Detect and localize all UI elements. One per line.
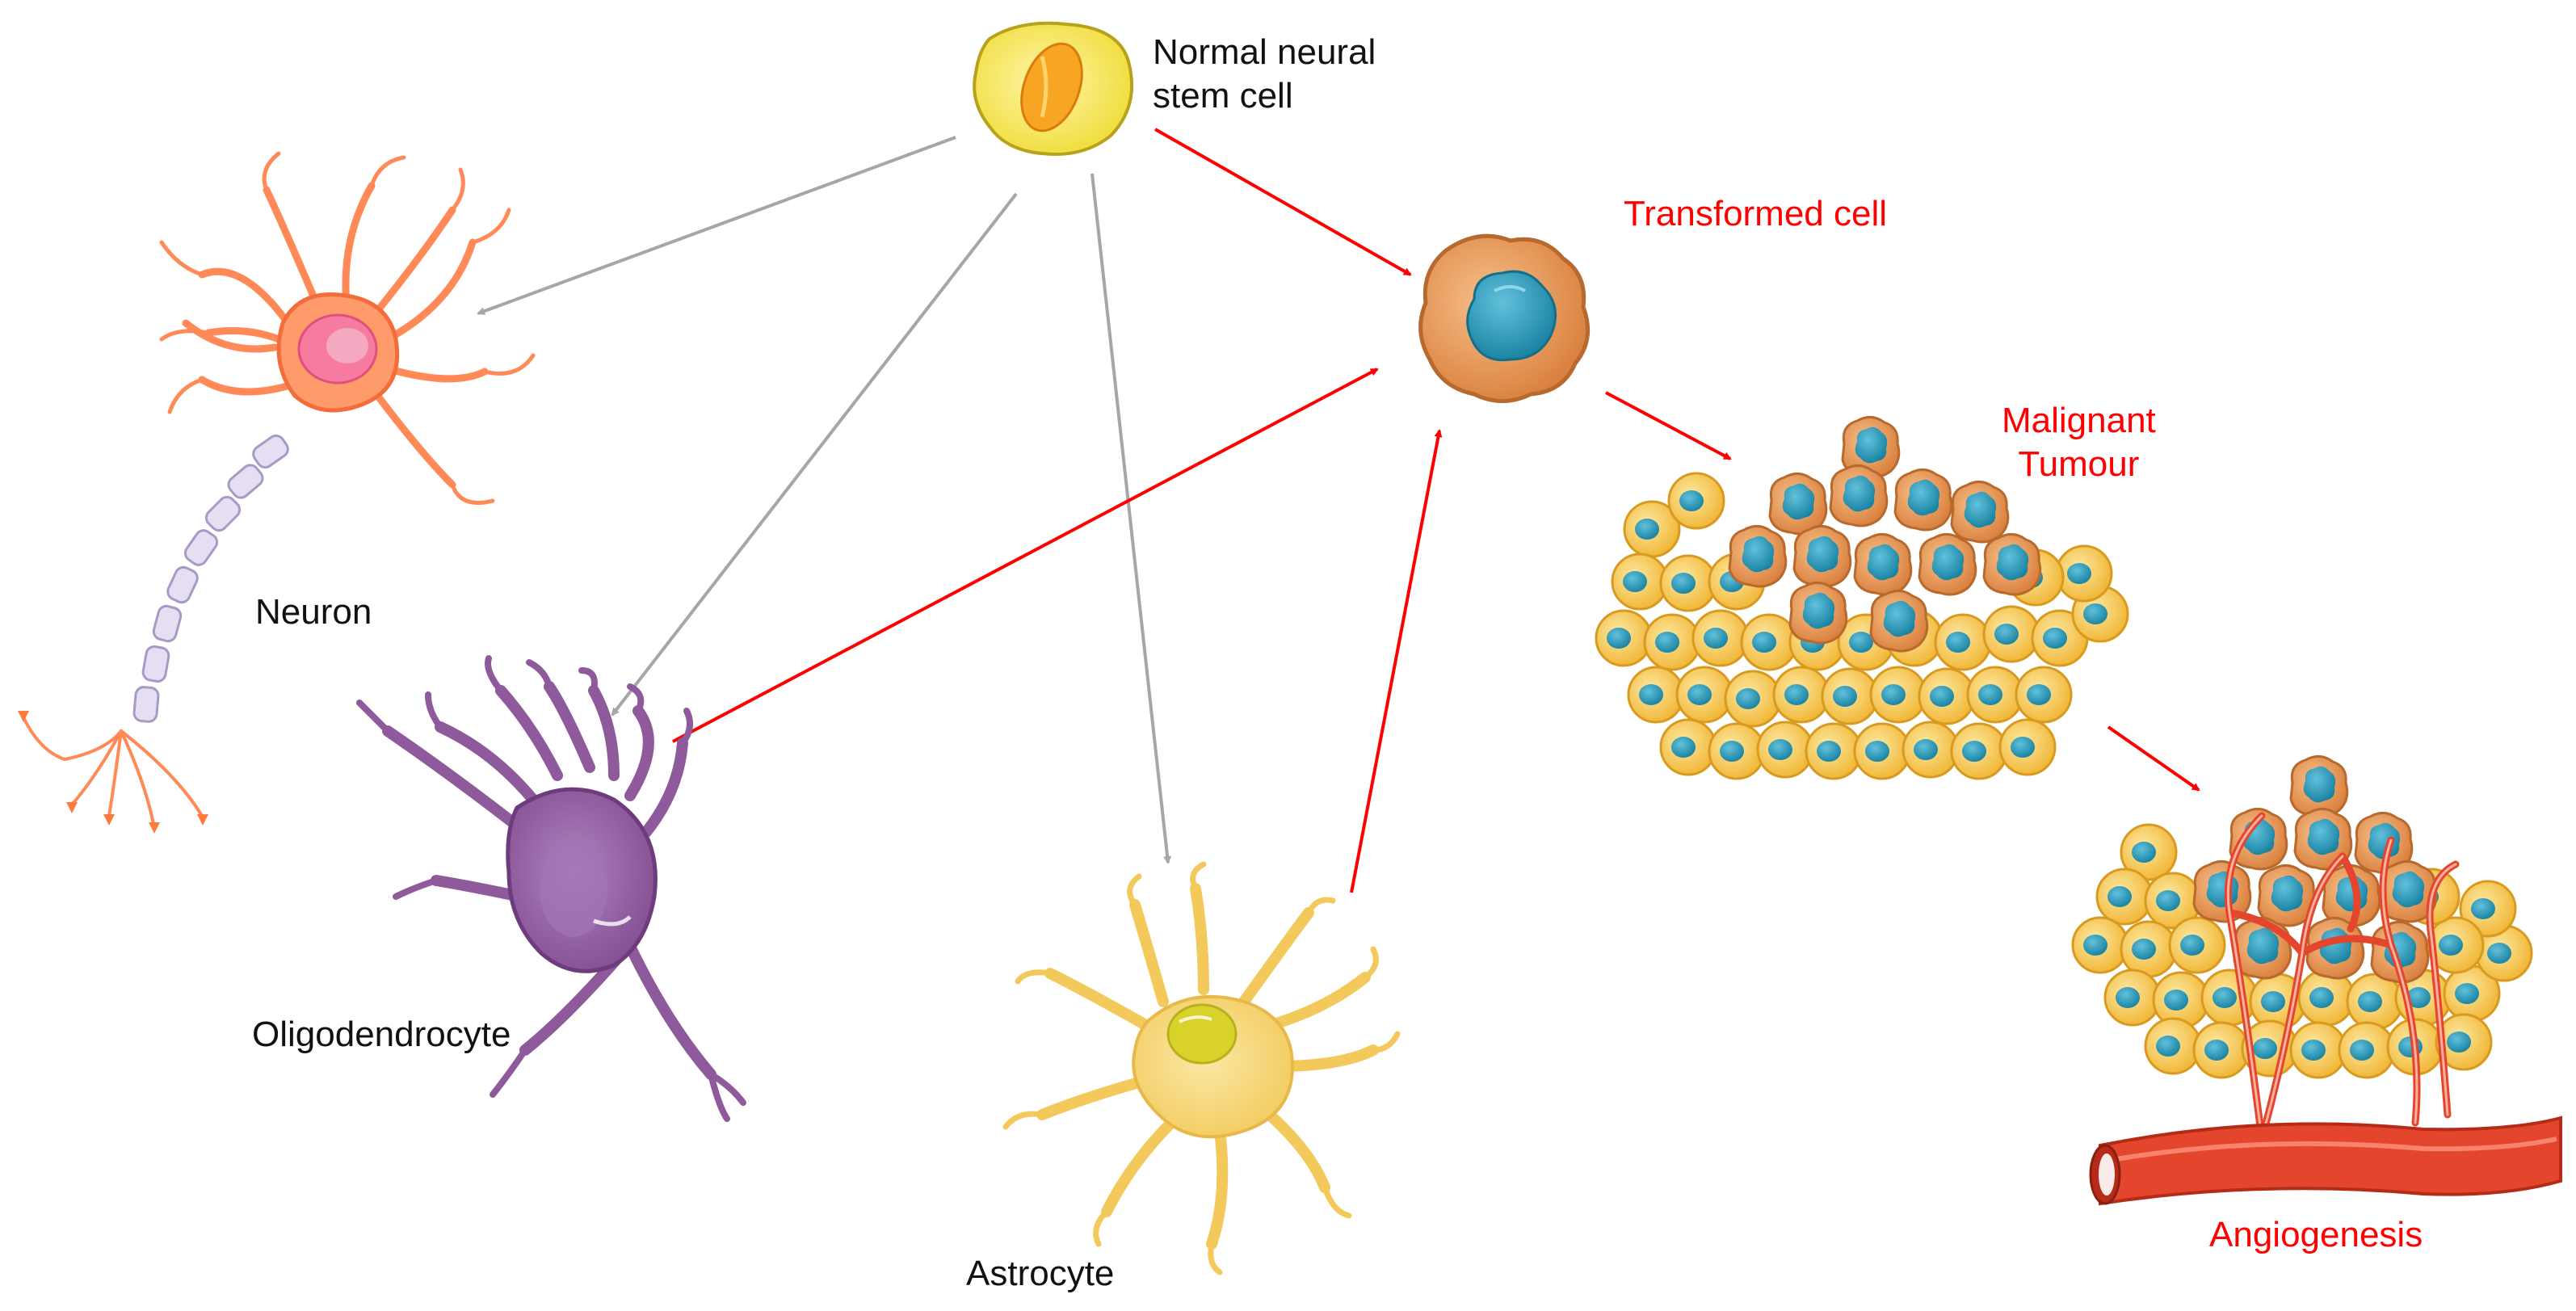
neuron-icon bbox=[18, 151, 536, 834]
astrocyte-label: Astrocyte bbox=[966, 1254, 1115, 1293]
arrow-stem-to-neuron bbox=[477, 136, 956, 315]
oligodendrocyte-icon bbox=[356, 655, 746, 1122]
arrow-oligodendrocyte-to-transformed bbox=[672, 368, 1379, 743]
transformed-cell-icon bbox=[1418, 233, 1591, 403]
astrocyte-icon bbox=[1002, 861, 1401, 1275]
arrow-astrocyte-to-transformed bbox=[1350, 429, 1443, 893]
arrow-stem-to-oligodendrocyte bbox=[611, 192, 1018, 716]
arrow-stem-to-transformed bbox=[1154, 128, 1412, 276]
arrow-stem-to-astrocyte bbox=[1090, 173, 1172, 864]
transformation-arrows bbox=[672, 128, 2200, 893]
angiogenesis-label: Angiogenesis bbox=[2209, 1215, 2423, 1254]
stem-cell-icon bbox=[973, 21, 1133, 157]
neuron-label: Neuron bbox=[255, 592, 372, 632]
oligodendrocyte-label: Oligodendrocyte bbox=[252, 1015, 511, 1054]
transformed-cell-label: Transformed cell bbox=[1624, 194, 1888, 233]
malignant-tumour-label: Malignant Tumour bbox=[2002, 401, 2156, 484]
arrow-transformed-to-tumour bbox=[1605, 391, 1732, 460]
stem-cell-label: Normal neural stem cell bbox=[1153, 32, 1376, 116]
arrow-tumour-to-angiogenesis bbox=[2107, 725, 2200, 792]
angiogenesis-icon bbox=[2071, 754, 2562, 1206]
differentiation-arrows bbox=[477, 136, 1172, 864]
